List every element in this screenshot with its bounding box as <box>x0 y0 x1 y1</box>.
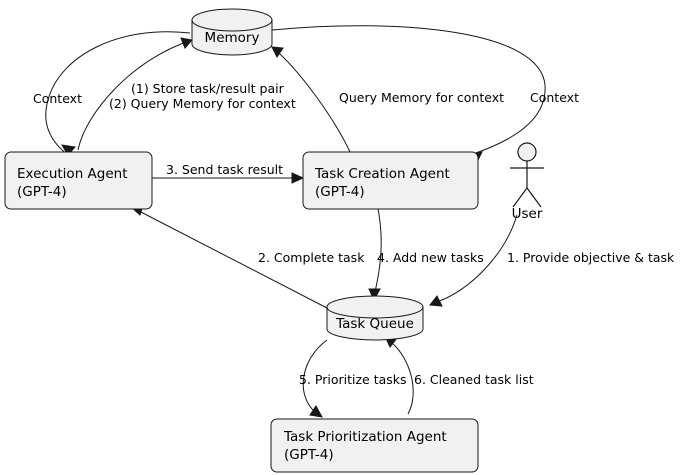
node-user-label: User <box>512 206 543 222</box>
node-task-creation-agent-label-line1: Task Creation Agent <box>314 166 450 182</box>
node-task-queue-label: Task Queue <box>335 316 414 332</box>
edge-label-execution-to-memory-line2: (2) Query Memory for context <box>109 96 296 111</box>
node-task-prioritization-agent-label-line1: Task Prioritization Agent <box>283 429 447 445</box>
edge-label-task-creation-to-task-queue: 4. Add new tasks <box>377 250 484 265</box>
edge-label-task-creation-to-memory: Query Memory for context <box>339 90 504 105</box>
edge-label-memory-to-task-creation-context: Context <box>530 90 579 105</box>
edge-user-to-task-queue <box>429 214 518 307</box>
edge-label-memory-to-execution-context: Context <box>33 91 82 106</box>
edge-label-task-queue-to-execution: 2. Complete task <box>258 250 365 265</box>
user-head-icon <box>517 142 537 162</box>
edge-label-execution-to-memory-line1: (1) Store task/result pair <box>131 81 285 96</box>
node-memory[interactable]: Memory <box>191 8 273 56</box>
node-execution-agent-label-line1: Execution Agent <box>17 166 128 182</box>
node-task-prioritization-agent[interactable]: Task Prioritization Agent (GPT-4) <box>270 418 479 473</box>
edge-label-execution-to-task-creation: 3. Send task result <box>166 162 283 177</box>
edge-memory-to-execution-agent <box>45 31 191 156</box>
edge-execution-agent-to-memory <box>77 37 193 151</box>
edge-task-creation-agent-to-task-queue <box>368 203 382 302</box>
edge-label-task-queue-to-prioritization: 5. Prioritize tasks <box>299 372 407 387</box>
node-memory-label: Memory <box>205 30 260 46</box>
node-execution-agent-label-line2: (GPT-4) <box>17 184 67 200</box>
edge-execution-agent-to-task-creation-agent <box>152 172 305 184</box>
node-execution-agent[interactable]: Execution Agent (GPT-4) <box>4 151 153 210</box>
node-task-creation-agent-label-line2: (GPT-4) <box>315 184 365 200</box>
node-task-creation-agent[interactable]: Task Creation Agent (GPT-4) <box>302 151 479 210</box>
node-task-prioritization-agent-label-line2: (GPT-4) <box>284 447 334 463</box>
edge-task-creation-agent-to-memory <box>271 46 351 153</box>
edge-task-queue-to-task-prioritization-agent <box>302 339 328 418</box>
edge-label-user-to-task-queue: 1. Provide objective & task <box>507 250 675 265</box>
edge-label-prioritization-to-task-queue: 6. Cleaned task list <box>414 372 534 387</box>
node-task-queue[interactable]: Task Queue <box>326 295 424 341</box>
node-user-actor[interactable]: User <box>510 142 544 222</box>
